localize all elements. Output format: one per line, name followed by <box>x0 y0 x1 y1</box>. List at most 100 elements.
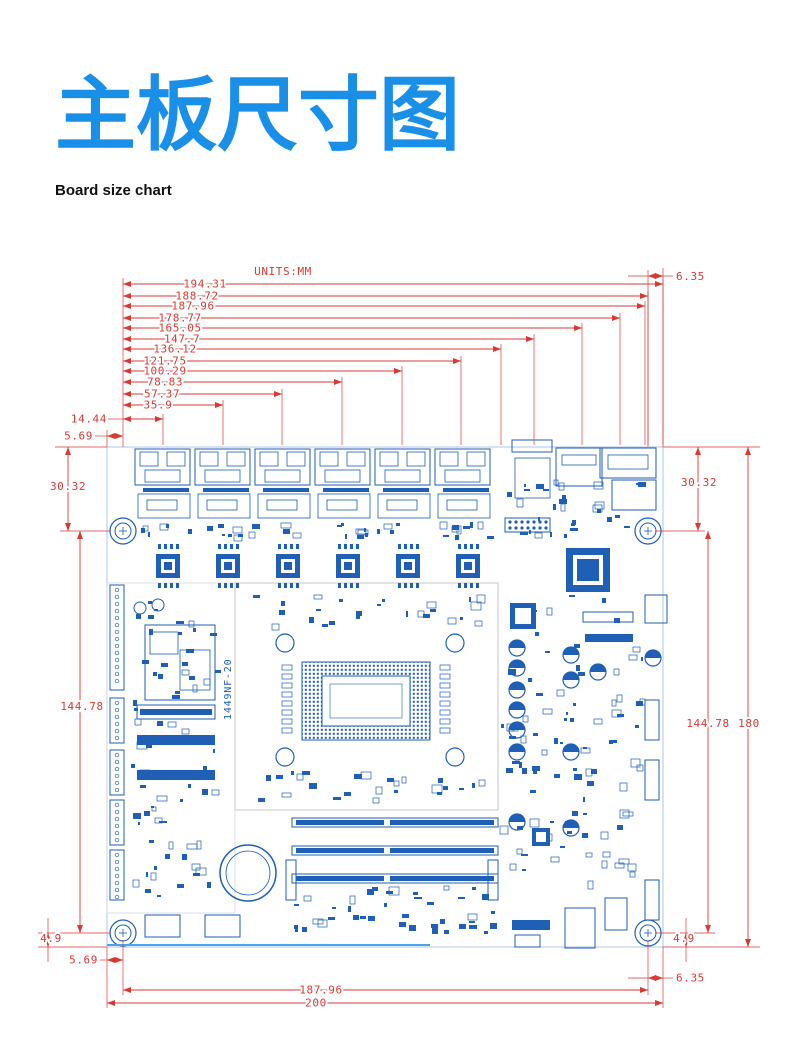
header-pin <box>508 526 512 530</box>
smd-component <box>543 489 549 491</box>
smd-component <box>439 709 451 716</box>
smd-component <box>509 863 517 871</box>
smd-component <box>566 712 568 715</box>
header-pin <box>114 830 120 836</box>
header-pin <box>114 650 120 656</box>
magnetics-core <box>326 499 358 511</box>
rj45-port-led <box>319 451 339 467</box>
header-pin <box>114 766 120 772</box>
smd-component <box>281 718 293 725</box>
smd-component <box>215 670 221 673</box>
cpu-die <box>321 675 411 727</box>
header-pin <box>114 859 120 865</box>
smd-component <box>281 673 293 680</box>
rj45-port-jack <box>264 469 301 483</box>
smd-component <box>469 925 477 929</box>
smd-component <box>281 691 293 698</box>
pin-header <box>504 517 551 533</box>
smd-component <box>602 598 606 603</box>
header-pin <box>114 664 120 670</box>
smd-component <box>574 774 582 780</box>
smd-component <box>258 798 265 802</box>
chip-die <box>536 832 546 842</box>
header-pin <box>114 643 120 649</box>
smd-component <box>458 897 465 899</box>
smd-component <box>356 611 362 616</box>
smd-component <box>193 628 196 632</box>
smd-component <box>278 583 281 588</box>
display-port <box>599 447 657 479</box>
smd-component <box>522 768 527 774</box>
header-pin <box>526 526 530 530</box>
smd-component <box>521 854 528 856</box>
audio-connector <box>144 914 181 938</box>
left-dimension-label: 144.78 <box>60 700 103 713</box>
left-offset-dimension-label: 5.69 <box>69 954 98 967</box>
magnetics-bar <box>143 488 189 492</box>
smd-component <box>166 524 169 528</box>
smd-component <box>140 785 146 788</box>
memory-slot <box>291 817 499 828</box>
smd-component <box>522 715 529 723</box>
header-pin <box>538 520 542 524</box>
rj45-port-led <box>166 451 186 467</box>
smd-component <box>550 856 560 863</box>
smd-component <box>144 737 151 742</box>
smd-component <box>440 919 445 924</box>
smd-component <box>550 532 552 537</box>
smd-component <box>177 884 184 888</box>
header-pin <box>114 752 120 758</box>
smd-component <box>447 617 457 625</box>
smd-component <box>576 665 580 671</box>
rj45-port-jack <box>144 469 181 483</box>
rj45-port-led <box>226 451 246 467</box>
mounting-hole-drill <box>114 522 132 540</box>
smd-component <box>377 529 380 534</box>
smd-component <box>178 632 182 635</box>
smd-component <box>161 663 168 667</box>
smd-component <box>437 792 442 795</box>
smd-component <box>328 917 335 920</box>
m2-slot-pins <box>140 709 212 715</box>
header-pin <box>532 526 536 530</box>
header-pin <box>114 809 120 815</box>
smd-component <box>474 620 483 627</box>
smd-component <box>458 583 461 588</box>
top-dimension-label: 78.83 <box>147 376 183 389</box>
smd-component <box>218 524 224 528</box>
smd-component <box>149 629 153 635</box>
smd-component <box>516 498 524 508</box>
smd-component <box>170 583 173 588</box>
smd-component <box>472 887 476 890</box>
smd-component <box>624 526 630 528</box>
smd-component <box>387 778 394 782</box>
rj45-port-jack <box>204 469 241 483</box>
smd-component <box>294 925 298 929</box>
smd-component <box>276 775 283 779</box>
smd-component <box>630 758 641 768</box>
smd-component <box>148 532 150 537</box>
memory-slot-pins <box>296 848 384 853</box>
smd-component <box>203 678 211 686</box>
side-connector <box>109 697 125 744</box>
connector <box>514 934 541 948</box>
usb-connector <box>564 907 596 949</box>
rj45-port-led <box>466 451 486 467</box>
smd-component <box>522 869 526 871</box>
smd-component <box>535 632 539 636</box>
smd-component <box>146 742 152 748</box>
smd-component <box>439 682 451 689</box>
smd-component <box>491 911 495 914</box>
smd-component <box>431 924 438 928</box>
smd-component <box>520 532 528 535</box>
top-dimension-label: 5.69 <box>64 430 93 443</box>
smd-component <box>443 786 448 790</box>
m2-slot <box>137 735 215 745</box>
page-subtitle: Board size chart <box>55 182 172 199</box>
pin-header <box>644 759 660 801</box>
smd-component <box>638 482 646 487</box>
smd-component <box>533 733 538 736</box>
magnetics-bar <box>383 488 429 492</box>
smd-component <box>416 583 419 588</box>
